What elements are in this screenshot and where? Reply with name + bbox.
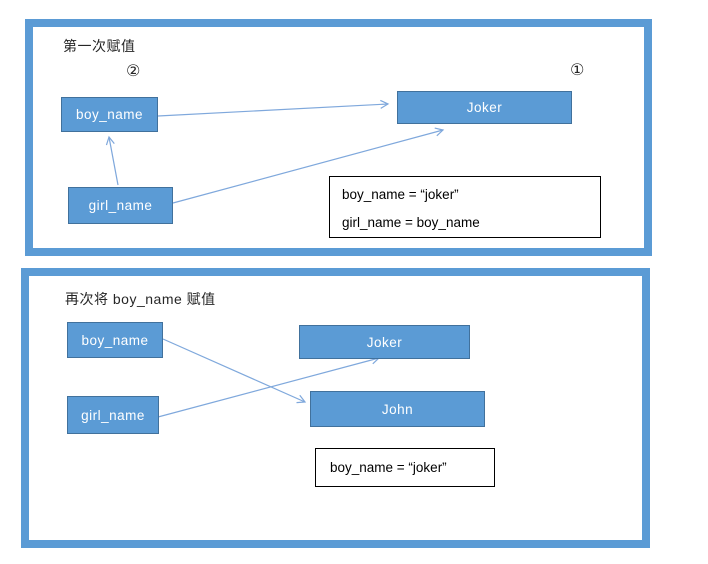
var-box-boy-name-p2: boy_name [67,322,163,358]
code-box-p1: boy_name = “joker” girl_name = boy_name [329,176,601,238]
panel2-title: 再次将 boy_name 赋值 [65,291,216,307]
code-box-p2: boy_name = “joker” [315,448,495,487]
step-2-marker: ② [126,63,141,80]
var-box-boy-name-p1: boy_name [61,97,158,132]
var-box-girl-name-p1: girl_name [68,187,173,224]
code-line-2: girl_name = boy_name [342,215,480,230]
step-1-marker: ① [570,62,585,79]
code-line-1: boy_name = “joker” [342,187,459,202]
value-box-joker-p2: Joker [299,325,470,359]
value-box-joker-p1: Joker [397,91,572,124]
code-line-1: boy_name = “joker” [330,460,447,475]
value-box-john-p2: John [310,391,485,427]
panel1-title: 第一次赋值 [63,38,136,54]
var-box-girl-name-p2: girl_name [67,396,159,434]
